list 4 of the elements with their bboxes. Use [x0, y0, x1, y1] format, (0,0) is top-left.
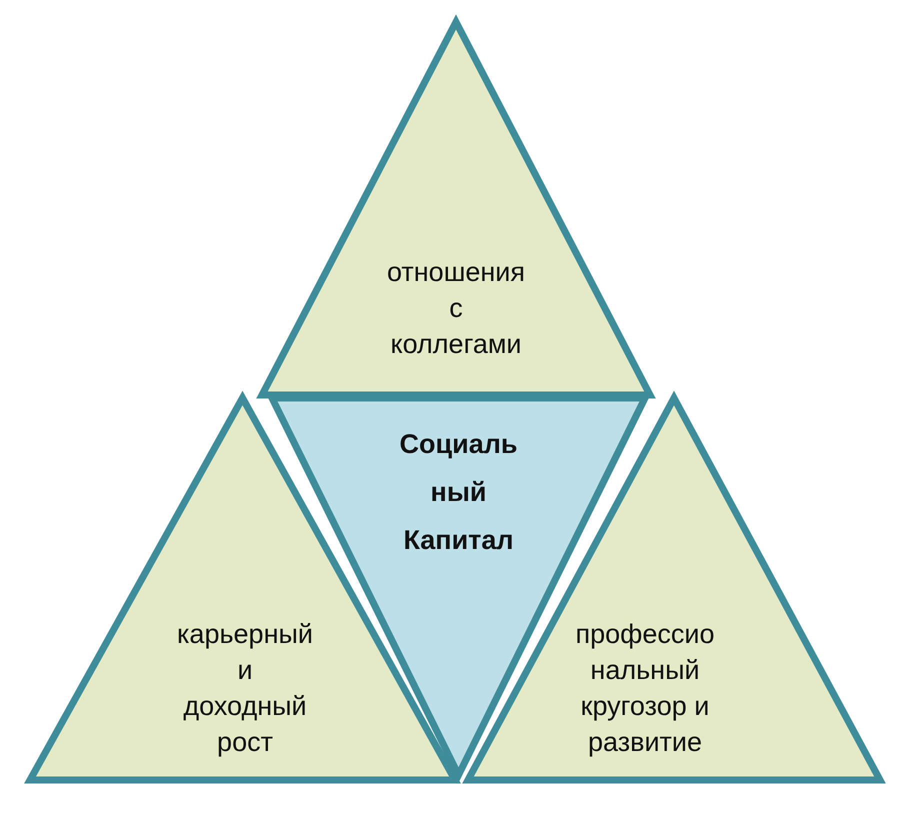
- triangle-label: Социаль ный Капитал: [398, 428, 518, 557]
- triangle-label: отношения с коллегами: [386, 256, 526, 361]
- triangle-label: профессио нальный кругозор и развитие: [574, 618, 716, 759]
- triangle-label: карьерный и доходный рост: [176, 618, 314, 759]
